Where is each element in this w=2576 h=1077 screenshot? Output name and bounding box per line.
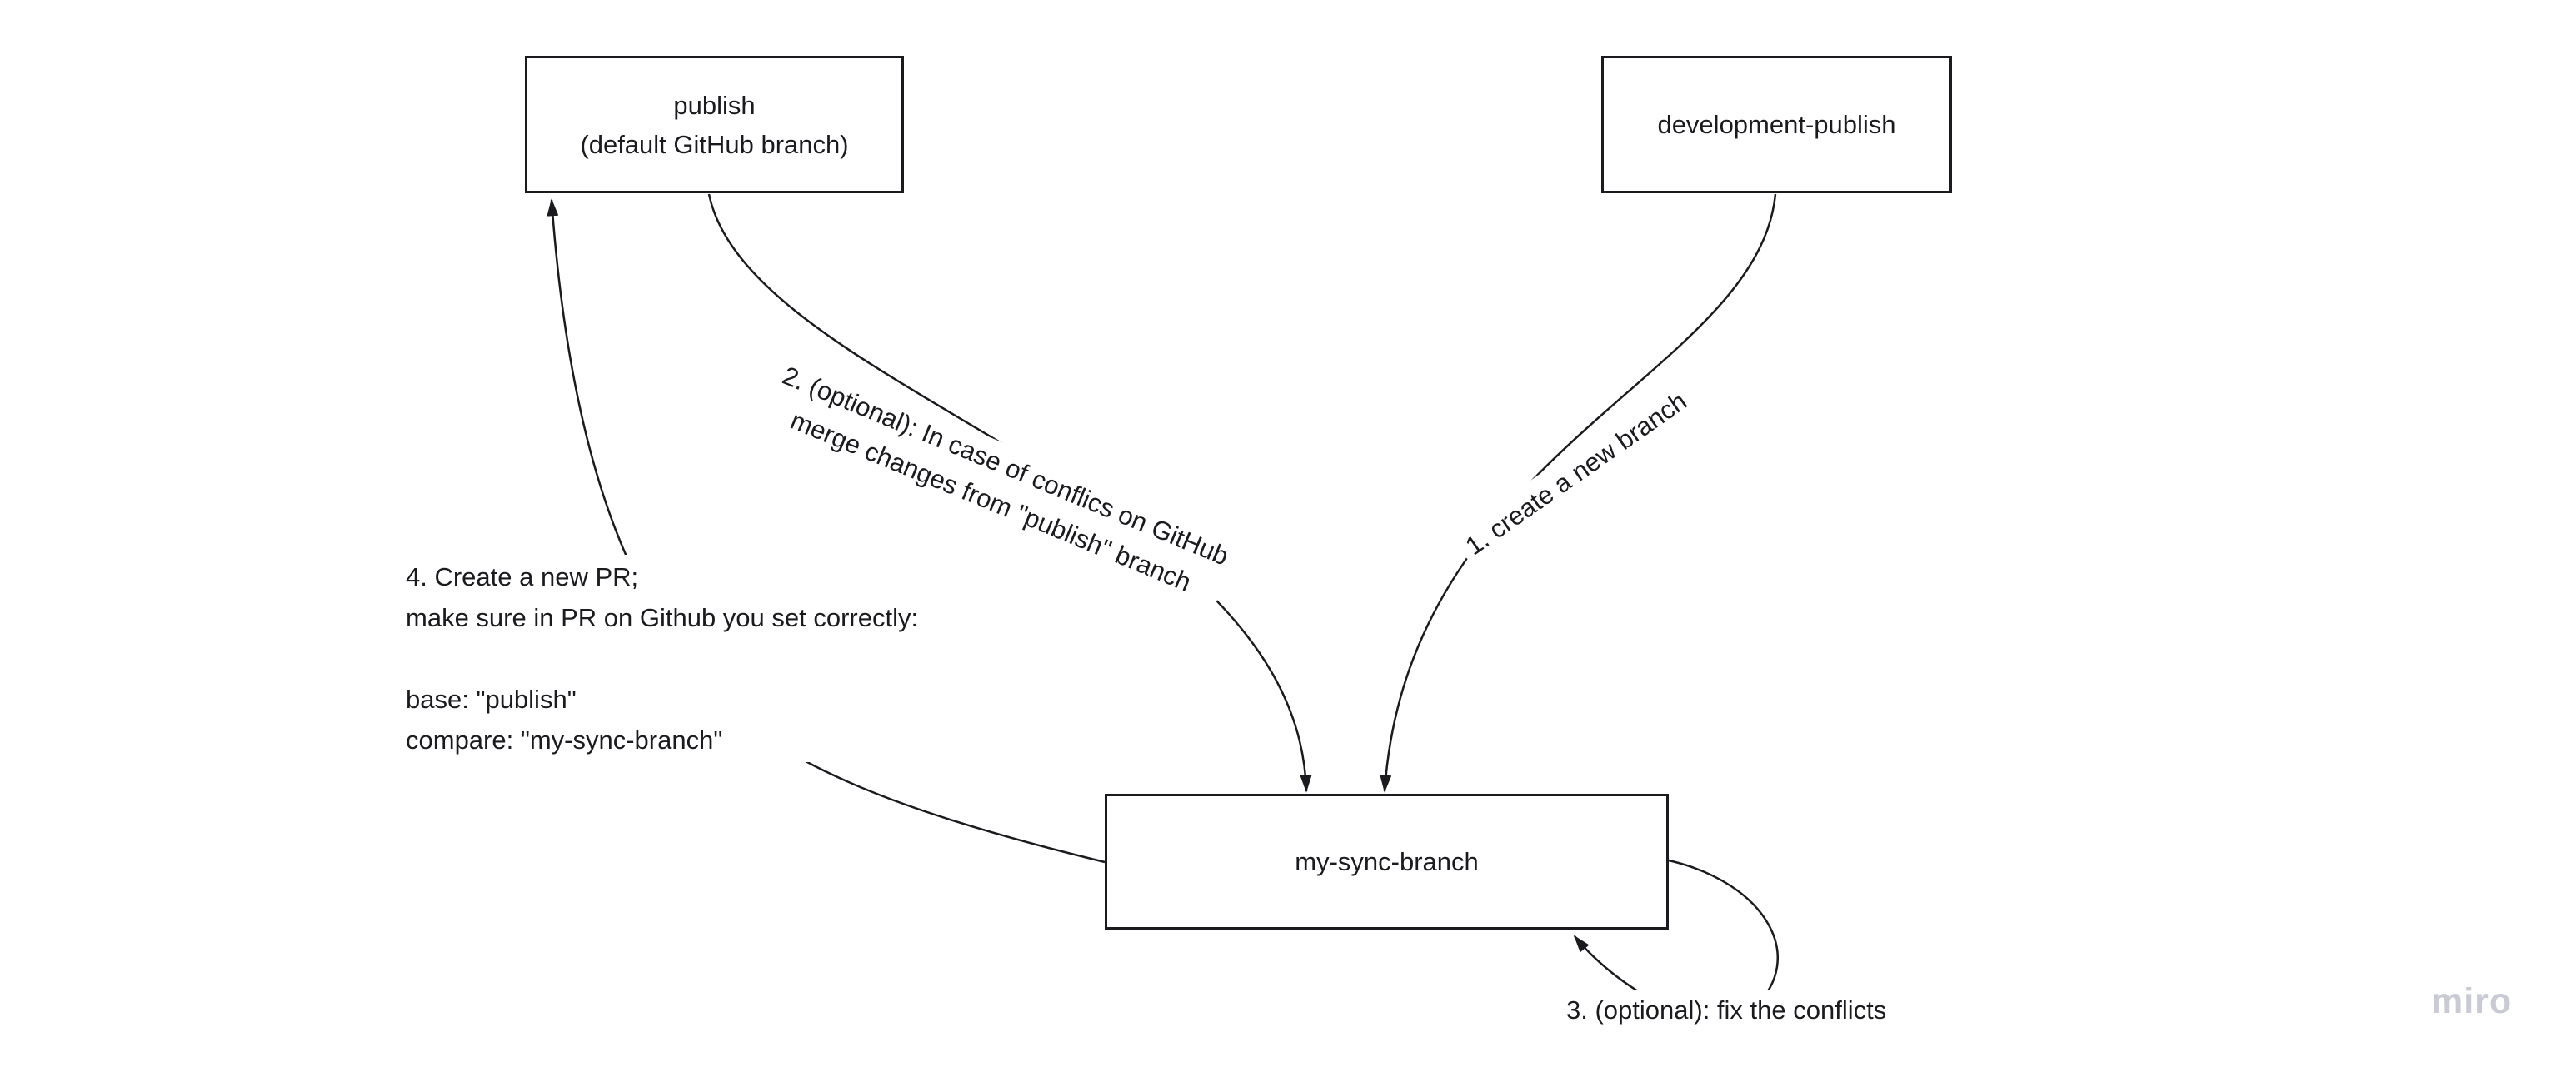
edge-label-step3-text: 3. (optional): fix the conflicts xyxy=(1566,995,1887,1025)
shape-my-sync-branch-label: my-sync-branch xyxy=(1295,847,1479,876)
edge-label-step4-line3: base: "publish" xyxy=(406,685,577,714)
shape-publish-branch[interactable]: publish (default GitHub branch) xyxy=(525,56,904,193)
edge-label-step4-line4: compare: "my-sync-branch" xyxy=(406,725,723,755)
edge-label-step4-line2: make sure in PR on Github you set correc… xyxy=(406,603,919,632)
shape-my-sync-branch[interactable]: my-sync-branch xyxy=(1105,794,1669,930)
edge-label-step3-fix-conflicts[interactable]: 3. (optional): fix the conflicts xyxy=(1560,990,1894,1031)
shape-publish-label-line1: publish xyxy=(673,90,756,120)
edge-label-step4-line1: 4. Create a new PR; xyxy=(406,562,639,591)
miro-logo-watermark[interactable]: miro xyxy=(2431,981,2513,1021)
shape-development-publish-label: development-publish xyxy=(1657,110,1896,139)
edge-label-step4-blank-line xyxy=(406,638,918,679)
connector-create-new-branch[interactable] xyxy=(1380,193,1777,793)
shape-development-publish-branch[interactable]: development-publish xyxy=(1601,56,1952,193)
shape-publish-label-line2: (default GitHub branch) xyxy=(580,129,849,159)
edge-label-step4-create-pr[interactable]: 4. Create a new PR; make sure in PR on G… xyxy=(399,555,926,762)
